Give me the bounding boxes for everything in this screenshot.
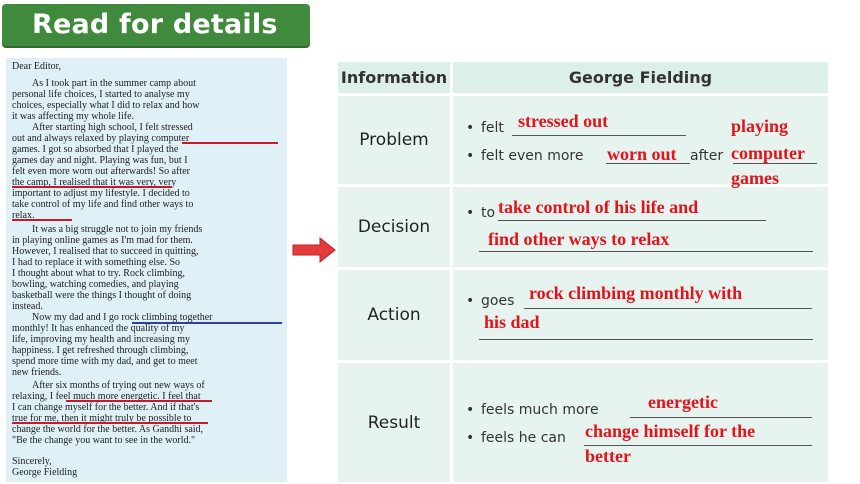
letter-line: I can change myself for the better. And … [12, 402, 200, 413]
underline-mark [182, 142, 278, 144]
answer-blank [606, 163, 690, 164]
row-label-action: Action [367, 305, 421, 325]
prompt-to: to [481, 205, 496, 221]
letter-line: George Fielding [12, 467, 78, 478]
answer-blank [479, 339, 813, 340]
letter-line: However, I realised that to succeed in q… [12, 246, 199, 257]
prompt-felt: felt [481, 120, 504, 136]
letter-line: happiness. I get refreshed through climb… [12, 345, 189, 356]
arrow-right-icon [292, 236, 336, 264]
bullet-icon: • [466, 148, 475, 164]
bullet-icon: • [466, 402, 475, 418]
table-header-george-fielding: George Fielding [453, 62, 828, 93]
answer-blank [512, 135, 686, 136]
letter-line: out and always relaxed by playing comput… [12, 133, 190, 144]
letter-line: basketball were the things I thought of … [12, 290, 192, 301]
letter-line: As I took part in the summer camp about [32, 78, 196, 89]
letter-panel: Dear Editor, As I took part in the summe… [6, 58, 287, 482]
bullet-icon: • [466, 205, 475, 221]
letter-line: in playing online games as I'm mad for t… [12, 235, 193, 246]
answer-blank [733, 163, 817, 164]
answer-energetic: energetic [648, 392, 718, 412]
prompt-goes: goes [481, 293, 515, 309]
underline-mark [66, 400, 212, 402]
prompt-feels-much-more: feels much more [481, 402, 599, 418]
letter-line: games. I got so absorbed that I played t… [12, 144, 179, 155]
letter-line: take control of my life and find other w… [12, 199, 194, 210]
answer-take-control: take control of his life and [498, 197, 699, 217]
answer-his-dad: his dad [484, 312, 540, 332]
letter-line: the camp, I realised that it was very, v… [12, 177, 177, 188]
answer-blank [498, 220, 766, 221]
letter-line: After six months of trying out new ways … [32, 380, 205, 391]
bullet-icon: • [466, 293, 475, 309]
row-label-decision: Decision [357, 217, 431, 237]
letter-line: important to adjust my lifestyle. I deci… [12, 188, 190, 199]
underline-mark [12, 422, 208, 424]
prompt-after: after [690, 148, 724, 164]
answer-blank [524, 308, 812, 309]
table-divider [338, 93, 828, 96]
prompt-felt-even-more: felt even more [481, 148, 584, 164]
letter-line: relaxing, I feel much more energetic. I … [12, 391, 201, 402]
letter-line: relax. [12, 210, 35, 221]
table-header-information: Information [338, 62, 450, 93]
letter-line: bowling, watching comedies, and playing [12, 279, 179, 290]
letter-line: it was affecting my whole life. [12, 111, 135, 122]
underline-mark [12, 186, 172, 188]
bullet-icon: • [466, 430, 475, 446]
table-divider [338, 184, 828, 187]
table-divider [450, 62, 453, 482]
letter-line: change the world for the better. As Gand… [12, 424, 204, 435]
answer-rock-climbing: rock climbing monthly with [529, 283, 743, 303]
letter-line: personal life choices, I started to anal… [12, 89, 190, 100]
row-label-problem: Problem [359, 130, 429, 150]
answer-worn-out: worn out [607, 144, 677, 164]
letter-line: life, improving my health and increasing… [12, 334, 191, 345]
info-table: Information George Fielding Problem Deci… [338, 62, 828, 482]
answer-change-himself: change himself for the [585, 421, 756, 441]
answer-playing: playing [731, 116, 789, 136]
underline-mark [132, 322, 282, 324]
prompt-feels-he-can: feels he can [481, 430, 566, 446]
answer-blank [630, 417, 812, 418]
letter-line: games day and night. Playing was fun, bu… [12, 155, 188, 166]
answer-find-other-ways: find other ways to relax [488, 229, 670, 249]
letter-line: new friends. [12, 367, 62, 378]
letter-line: choices, especially what I did to relax … [12, 100, 200, 111]
letter-line: Dear Editor, [12, 61, 62, 72]
bullet-icon: • [466, 120, 475, 136]
letter-line: true for me, then it might truly be poss… [12, 413, 192, 424]
answer-computer: computer [731, 143, 805, 163]
letter-line: spend more time with my dad, and get to … [12, 356, 198, 367]
page-title: Read for details [32, 9, 278, 40]
answer-better: better [585, 446, 631, 466]
answer-stressed-out: stressed out [518, 111, 609, 131]
answer-blank [479, 251, 813, 252]
table-divider [338, 360, 828, 363]
letter-line: monthly! It has enhanced the quality of … [12, 323, 185, 334]
letter-line: instead. [12, 301, 43, 312]
row-label-result: Result [367, 412, 421, 433]
letter-line: Sincerely, [12, 456, 52, 467]
letter-line: felt even more worn out afterwards! So a… [12, 166, 190, 177]
letter-line: I had to replace it with something else.… [12, 257, 181, 268]
letter-line: I thought about what to try. Rock climbi… [12, 268, 185, 279]
letter-line: After starting high school, I felt stres… [32, 122, 193, 133]
letter-line: "Be the change you want to see in the wo… [12, 435, 196, 446]
answer-blank [584, 445, 812, 446]
letter-line: It was a big struggle not to join my fri… [32, 224, 203, 235]
answer-games: games [731, 168, 779, 188]
letter-line: Now my dad and I go rock climbing togeth… [32, 312, 213, 323]
table-divider [338, 267, 828, 270]
title-banner: Read for details [2, 4, 310, 46]
underline-mark [12, 219, 72, 221]
